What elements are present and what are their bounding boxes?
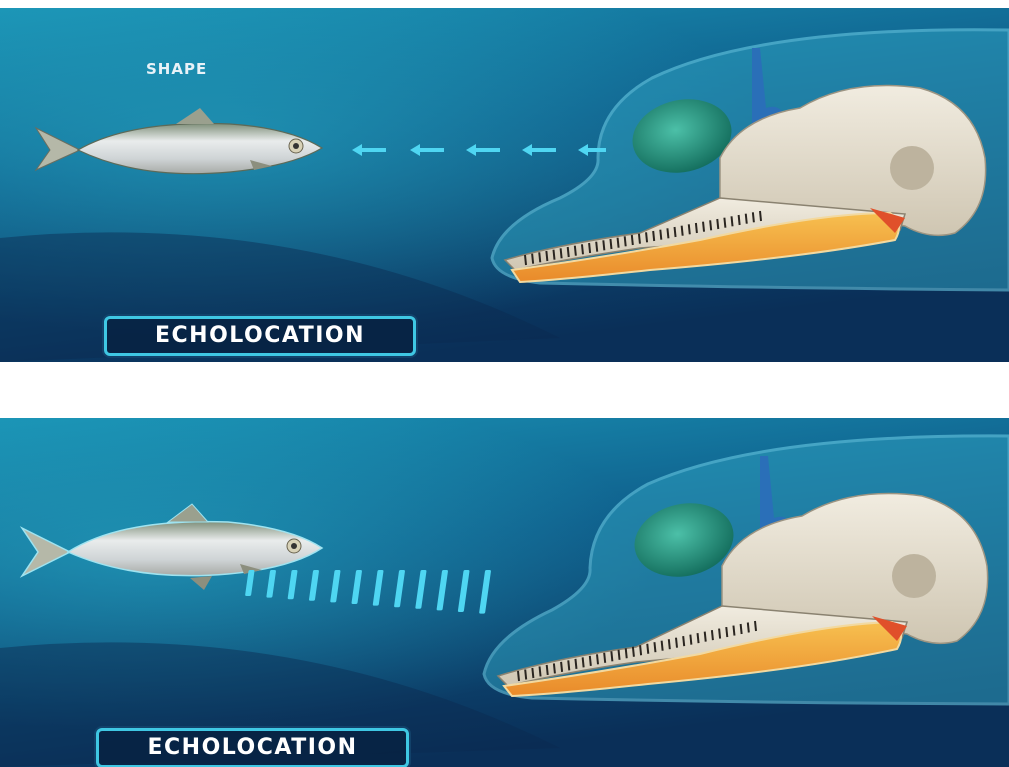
tooth [596, 242, 597, 252]
fish-pupil [293, 143, 299, 149]
tooth [632, 235, 633, 245]
echolocation-panel-top: SHAPE ECHOLOCATION [0, 8, 1009, 362]
tooth [696, 223, 697, 233]
tooth [553, 250, 554, 260]
tooth [682, 226, 683, 236]
shape-label: SHAPE [146, 60, 207, 78]
tooth [712, 630, 713, 640]
tooth [639, 234, 640, 244]
tooth [618, 238, 619, 248]
tooth [653, 231, 654, 241]
tooth [554, 663, 555, 673]
tooth [604, 653, 605, 663]
tooth [532, 254, 533, 264]
tooth [603, 240, 604, 250]
tooth [739, 215, 740, 225]
tooth [660, 230, 661, 240]
tooth [540, 666, 541, 676]
tooth [590, 656, 591, 666]
tooth [525, 255, 526, 265]
tooth [710, 220, 711, 230]
tooth [575, 246, 576, 256]
tooth [748, 623, 749, 633]
tooth [568, 247, 569, 257]
tooth [733, 626, 734, 636]
tooth [518, 671, 519, 681]
panel-bottom-illustration [0, 418, 1009, 767]
tooth [633, 647, 634, 657]
tooth [676, 638, 677, 648]
tooth [610, 239, 611, 249]
tooth [575, 659, 576, 669]
fish-pupil [291, 543, 297, 549]
echolocation-badge: ECHOLOCATION [96, 728, 409, 767]
tooth [705, 632, 706, 642]
tooth [746, 214, 747, 224]
tooth [760, 211, 761, 221]
tooth [597, 654, 598, 664]
tooth [689, 224, 690, 234]
tooth [753, 212, 754, 222]
tooth [647, 644, 648, 654]
tooth [626, 648, 627, 658]
tooth [703, 222, 704, 232]
tooth [755, 621, 756, 631]
tooth [662, 641, 663, 651]
tooth [683, 636, 684, 646]
tooth [669, 639, 670, 649]
tooth [619, 650, 620, 660]
tooth [561, 248, 562, 258]
tooth [589, 243, 590, 253]
tooth [675, 227, 676, 237]
tooth [741, 624, 742, 634]
eye-socket [892, 554, 936, 598]
tooth [719, 629, 720, 639]
tooth [611, 651, 612, 661]
tooth [525, 669, 526, 679]
tooth [732, 216, 733, 226]
tooth [667, 228, 668, 238]
tooth [546, 251, 547, 261]
tooth [690, 635, 691, 645]
tooth [532, 668, 533, 678]
echolocation-panel-bottom: ECHOLOCATION [0, 418, 1009, 767]
eye-socket [890, 146, 934, 190]
tooth [726, 627, 727, 637]
echolocation-badge: ECHOLOCATION [104, 316, 416, 356]
tooth [654, 642, 655, 652]
tooth [640, 645, 641, 655]
tooth [547, 665, 548, 675]
tooth [646, 232, 647, 242]
tooth [698, 633, 699, 643]
tooth [625, 236, 626, 246]
tooth [568, 660, 569, 670]
tooth [582, 244, 583, 254]
tooth [539, 252, 540, 262]
tooth [724, 218, 725, 228]
tooth [717, 219, 718, 229]
tooth [583, 657, 584, 667]
tooth [561, 662, 562, 672]
